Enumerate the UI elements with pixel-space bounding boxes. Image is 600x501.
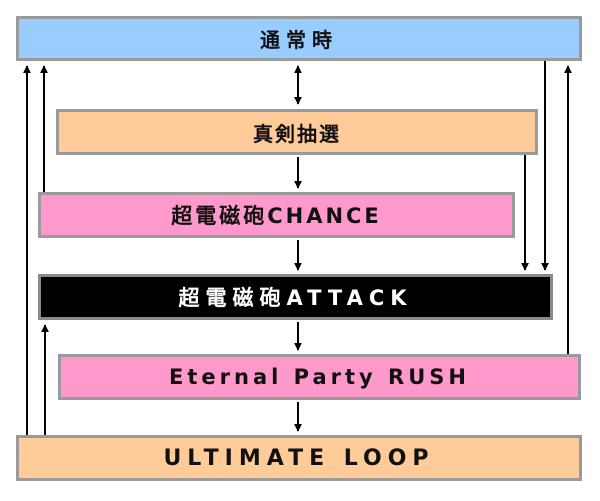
box-shinken-lottery: 真剣抽選 (56, 109, 538, 155)
box-railgun-attack: 超電磁砲ATTACK (38, 274, 553, 320)
box-railgun-chance: 超電磁砲CHANCE (38, 192, 515, 238)
box-normal-time: 通常時 (16, 16, 582, 61)
box-ultimate-loop: ULTIMATE LOOP (16, 435, 582, 481)
box-eternal-party-rush: Eternal Party RUSH (58, 354, 581, 400)
